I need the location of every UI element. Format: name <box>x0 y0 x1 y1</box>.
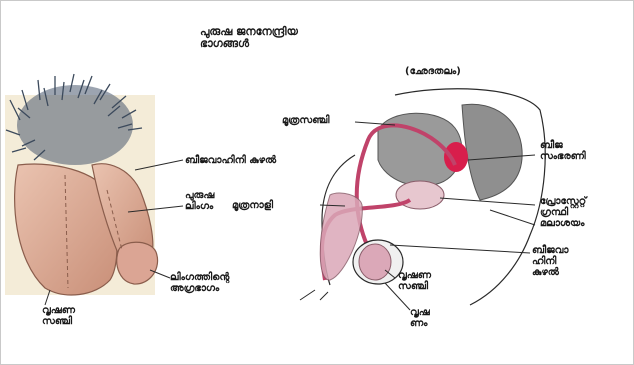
label-penis: പുരുഷ ലിംഗം <box>185 190 214 212</box>
label-glans: ലിംഗത്തിന്റെ അഗ്രഭാഗം <box>170 272 229 294</box>
cross-section-caption: (ഛേദതലം) <box>405 66 461 77</box>
front-tip-lines <box>300 290 328 300</box>
label-scrotum-section: വൃഷണ സഞ്ചി <box>398 270 431 292</box>
label-seminal-vesicle: ബീജ സംഭരണി <box>540 140 586 162</box>
figure-title: പുരുഷ ജനനേന്ദ്രിയ ഭാഗങ്ങൾ <box>200 26 298 50</box>
testis-shape <box>359 244 391 280</box>
label-scrotum-external: വൃഷണ സഞ്ചി <box>42 305 75 327</box>
label-prostate: പ്രോസ്റ്റേറ്റ് ഗ്രന്ഥി മലാശയം <box>540 196 586 229</box>
rectum-shape <box>462 104 522 200</box>
seminal-vesicle-shape <box>444 142 468 172</box>
label-bladder: മൂത്രസഞ്ചി <box>282 115 329 126</box>
label-testis: വൃഷ ണം <box>410 307 430 329</box>
label-urethra: മൂത്രനാളി <box>232 200 273 211</box>
label-sperm-duct-external: ബീജവാഹിനി കുഴൽ <box>185 155 276 166</box>
label-sperm-duct-section: ബീജവാ ഹിനി കുഴൽ <box>532 245 568 278</box>
